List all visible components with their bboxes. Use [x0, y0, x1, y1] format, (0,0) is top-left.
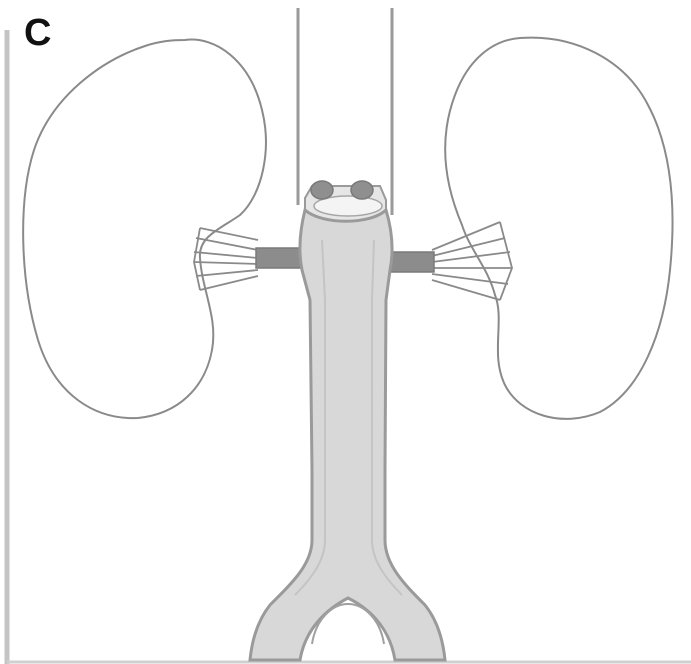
aortic-stent-graft [250, 210, 445, 660]
right-renal-hilum [432, 222, 512, 300]
fenestration-right [351, 181, 373, 199]
right-kidney [445, 38, 672, 419]
left-kidney [23, 40, 266, 419]
fenestration-left [311, 181, 333, 199]
